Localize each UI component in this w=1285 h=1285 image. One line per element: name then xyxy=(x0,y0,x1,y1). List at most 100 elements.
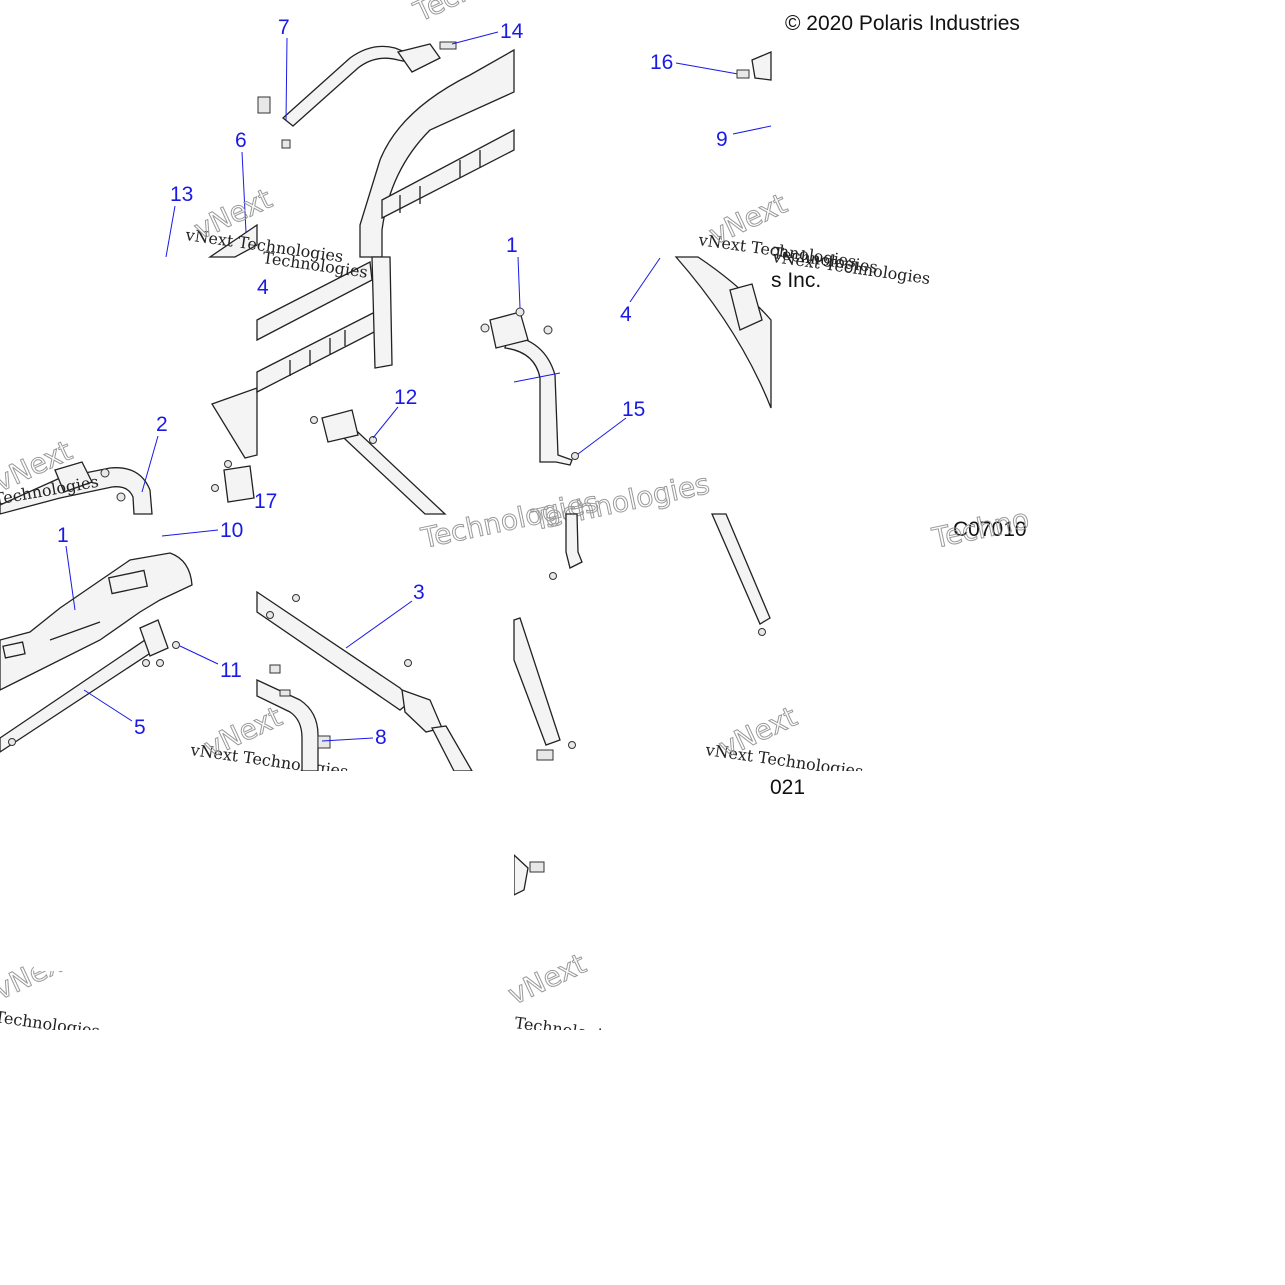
leader-8 xyxy=(321,737,374,742)
leader-6 xyxy=(241,151,247,233)
tile-r3c2: 3 8 xyxy=(256,581,474,772)
blank-right xyxy=(1028,0,1285,1285)
callout-12: 12 xyxy=(394,386,417,409)
leader-4b xyxy=(629,257,661,303)
nut xyxy=(172,641,180,649)
rear-hoop-tube xyxy=(0,467,153,515)
cage-post xyxy=(371,256,393,369)
leader-10 xyxy=(161,529,219,537)
clamp xyxy=(317,735,331,749)
cage-hoop xyxy=(359,48,515,258)
bolt xyxy=(281,139,291,149)
post-lower-fragment xyxy=(565,513,583,569)
nut xyxy=(224,460,232,468)
nut xyxy=(549,572,557,580)
nut xyxy=(571,452,579,460)
roof-panel xyxy=(0,552,193,691)
cage-crossbar xyxy=(381,128,515,220)
svg-text:Techno: Techno xyxy=(408,0,511,29)
side-panel-fragment xyxy=(211,387,258,459)
callout-3: 3 xyxy=(413,581,425,604)
blank-r4c2 xyxy=(34,771,514,971)
callout-4b: 4 xyxy=(620,303,632,326)
watermark-vnext: vNext xyxy=(503,947,591,1011)
leader-11 xyxy=(179,645,219,665)
tile-r2c1: 2 17 Technologies vNext xyxy=(0,387,277,515)
leader-3 xyxy=(345,600,413,649)
windshield-frame-lower xyxy=(711,513,771,625)
leader-1a xyxy=(517,256,521,309)
copyright-tail: s Inc. xyxy=(771,269,821,292)
callout-5: 5 xyxy=(134,716,146,739)
callout-1b: 1 xyxy=(57,524,69,547)
leader-16 xyxy=(675,62,739,75)
watermark-technologies: Technologies xyxy=(529,467,713,537)
mount-bracket xyxy=(54,461,93,493)
tile-r2c4: s Inc. xyxy=(771,269,821,292)
watermark-vnext: Techno xyxy=(408,0,512,29)
callout-17: 17 xyxy=(254,490,277,513)
callout-8: 8 xyxy=(375,726,387,749)
rear-post-tube xyxy=(431,725,474,772)
callout-15: 15 xyxy=(622,398,645,421)
callout-13: 13 xyxy=(170,183,193,206)
callout-14: 14 xyxy=(500,20,524,43)
nut xyxy=(568,741,576,749)
frame-bracket xyxy=(729,283,763,331)
pin xyxy=(439,41,457,50)
nut xyxy=(8,738,16,746)
nut xyxy=(515,307,525,317)
leader-1b xyxy=(65,545,76,611)
tile-r4c3: 021 Technologies vNext xyxy=(503,776,806,1047)
bolt xyxy=(257,96,271,114)
callout-7: 7 xyxy=(278,16,290,39)
bracket-tabs xyxy=(399,150,481,213)
blank-bottom xyxy=(0,1030,1028,1285)
tile-r1c3: 16 9 vNext Technologies vNext xyxy=(650,51,857,271)
callout-6: 6 xyxy=(235,129,247,152)
bolt xyxy=(529,861,545,873)
support-bracket xyxy=(321,409,359,443)
callout-16: 16 xyxy=(650,51,673,74)
callout-9: 9 xyxy=(716,128,728,151)
copyright-text: © 2020 Polaris Industries xyxy=(785,12,1020,35)
roof-panel-cutout xyxy=(2,641,26,659)
leader-2 xyxy=(141,435,159,493)
nut xyxy=(369,436,377,444)
front-post-bracket xyxy=(489,311,529,349)
nut xyxy=(116,492,126,502)
nut xyxy=(142,659,150,667)
leader-5 xyxy=(83,689,133,722)
bolt xyxy=(269,664,281,674)
rear-post-lower-tube xyxy=(513,617,561,746)
hinge-bracket xyxy=(223,465,255,503)
leader-14 xyxy=(451,31,499,45)
drawing-fragment: 021 xyxy=(770,776,805,799)
callout-1a: 1 xyxy=(506,234,518,257)
rear-crossbar-bracket xyxy=(139,619,169,657)
tube-fragment xyxy=(207,223,258,258)
tile-r1c1: 6 13 vNext Technologies vNext xyxy=(165,129,344,266)
tile-r3c1: 1 10 11 5 vNext Technologies vNext xyxy=(0,519,349,781)
leader-15 xyxy=(577,417,627,455)
bracket-fragment xyxy=(751,51,772,81)
blank-r4c4 xyxy=(805,771,1028,1030)
tile-r2c3: 1 4 15 Technologies vNext Technologies xyxy=(480,234,931,538)
tile-r1c2: Techno 7 14 xyxy=(257,0,524,258)
bolt xyxy=(279,689,291,697)
bolt xyxy=(736,69,750,79)
side-rail-bracket xyxy=(401,689,443,733)
nut xyxy=(211,484,219,492)
leader-12 xyxy=(372,406,399,439)
bolt xyxy=(536,749,554,761)
post-foot-fragment xyxy=(513,853,529,897)
front-post-tube xyxy=(504,334,573,466)
leader-13 xyxy=(165,205,176,258)
roof-panel-rib xyxy=(49,621,101,641)
roof-panel-cutout xyxy=(107,569,149,595)
nut xyxy=(480,323,490,333)
tile-r3c3: vNext Technologies vNext xyxy=(513,513,864,781)
callout-2: 2 xyxy=(156,413,168,436)
nut xyxy=(758,628,766,636)
